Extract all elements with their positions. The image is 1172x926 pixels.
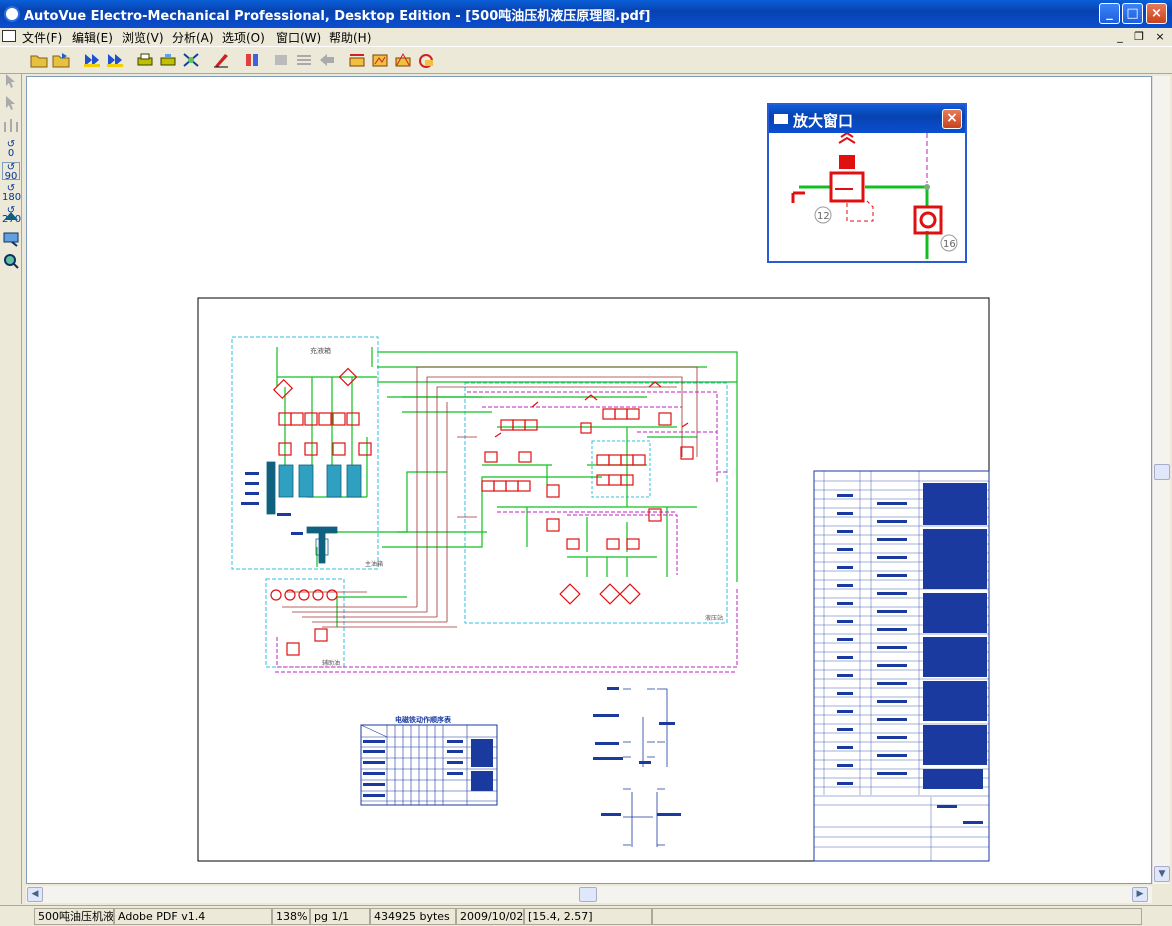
schematic-drawing[interactable]: 充液箱 主油箱 辅助油 液压站: [27, 77, 1152, 884]
scroll-right-icon[interactable]: ▶: [1132, 887, 1148, 902]
magnified-view: 12 16: [791, 133, 958, 259]
status-format: Adobe PDF v1.4: [114, 908, 272, 925]
magnifier-title: 放大窗口: [793, 112, 854, 130]
label-fill-tank: 充液箱: [310, 346, 331, 355]
solenoid-sequence-table: 电磁铁动作顺序表: [360, 715, 498, 806]
status-empty: [652, 908, 1142, 925]
disabled-tool-1-icon[interactable]: [272, 52, 290, 68]
status-page: pg 1/1: [310, 908, 370, 925]
scroll-down-icon[interactable]: ▼: [1154, 866, 1170, 882]
zone-pump-station: [464, 382, 728, 624]
status-bar: 500吨油压机液 Adobe PDF v1.4 138% pg 1/1 4349…: [0, 905, 1172, 926]
menu-view[interactable]: 浏览(V): [122, 31, 164, 45]
export-icon[interactable]: [159, 52, 177, 68]
label-side-tank: 辅助油: [322, 659, 340, 667]
select-tool-icon[interactable]: [2, 72, 20, 90]
status-size: 434925 bytes: [370, 908, 456, 925]
compare-icon[interactable]: [182, 52, 200, 68]
measure-area-icon[interactable]: [371, 52, 389, 68]
horizontal-scroll-thumb[interactable]: [579, 887, 597, 902]
menu-file[interactable]: 文件(F): [22, 31, 63, 45]
menu-analyze[interactable]: 分析(A): [172, 31, 214, 45]
measure-arc-icon[interactable]: [417, 52, 435, 68]
vertical-scrollbar[interactable]: ▼: [1152, 76, 1170, 884]
electrical-ladder: [623, 688, 668, 847]
mdi-minimize-button[interactable]: _: [1117, 30, 1123, 43]
rotate-180-label: 180: [2, 192, 22, 203]
cylinder-group: [266, 461, 362, 564]
window-icon: [774, 114, 788, 124]
label-main-tank: 主油箱: [365, 560, 383, 568]
rotate-270-icon: ↺: [6, 205, 16, 216]
magnifier-close-button[interactable]: ×: [942, 109, 962, 129]
open-recent-icon[interactable]: [52, 52, 70, 68]
rotate-90-icon: ↺: [6, 162, 16, 173]
hydraulic-components: [270, 367, 694, 656]
rotate-180-icon: ↺: [6, 183, 16, 194]
horizontal-scrollbar[interactable]: ◀ ▶: [26, 886, 1152, 903]
magenta-pipes: [275, 391, 738, 673]
vertical-scroll-thumb[interactable]: [1154, 464, 1170, 480]
mdi-restore-button[interactable]: ❐: [1134, 30, 1144, 43]
left-toolbar: ↺0 ↺90 ↺180 ↺270: [0, 74, 22, 904]
title-bar[interactable]: AutoVue Electro-Mechanical Professional,…: [0, 0, 1172, 28]
rotate-90-button[interactable]: ↺90: [2, 162, 20, 182]
markup-pen-icon[interactable]: [212, 52, 230, 68]
rotate-0-label: 0: [7, 148, 15, 159]
main-toolbar: [0, 46, 1172, 74]
sequence-table-title: 电磁铁动作顺序表: [395, 715, 452, 724]
zone-fill-tank: [231, 336, 379, 570]
rotate-0-button[interactable]: ↺0: [2, 139, 20, 159]
rotate-180-button[interactable]: ↺180: [2, 183, 22, 203]
cylinder-labels: [241, 472, 303, 535]
status-zoom: 138%: [272, 908, 310, 925]
measure-distance-icon[interactable]: [348, 52, 366, 68]
zone-valve-block: [591, 440, 651, 498]
first-page-icon[interactable]: [83, 52, 101, 68]
menu-bar: 文件(F) 编辑(E) 浏览(V) 分析(A) 选项(O) 窗口(W) 帮助(H…: [0, 28, 1172, 46]
rotate-0-icon: ↺: [6, 139, 16, 150]
magnifier-icon[interactable]: [2, 252, 20, 270]
flip-icon[interactable]: [2, 208, 20, 226]
select-tool-2-icon[interactable]: [2, 94, 20, 112]
app-icon[interactable]: [4, 6, 20, 22]
red-pipes: [282, 366, 698, 628]
status-coordinates: [15.4, 2.57]: [524, 908, 652, 925]
maximize-button[interactable]: □: [1122, 3, 1143, 24]
window-title: AutoVue Electro-Mechanical Professional,…: [24, 9, 651, 24]
magnifier-title-bar[interactable]: 放大窗口 ×: [769, 105, 965, 133]
disabled-tool-3-icon[interactable]: [318, 52, 336, 68]
layers-icon[interactable]: [243, 52, 261, 68]
menu-window[interactable]: 窗口(W): [276, 31, 322, 45]
pan-tool-icon[interactable]: [2, 116, 20, 134]
drawing-viewport[interactable]: 充液箱 主油箱 辅助油 液压站: [26, 76, 1152, 884]
next-page-icon[interactable]: [106, 52, 124, 68]
status-date: 2009/10/02: [456, 908, 524, 925]
minimize-button[interactable]: _: [1099, 3, 1120, 24]
open-folder-icon[interactable]: [30, 52, 48, 68]
title-block: [813, 470, 990, 862]
electrical-labels: [593, 687, 681, 816]
close-button[interactable]: ×: [1146, 3, 1167, 24]
scroll-left-icon[interactable]: ◀: [27, 887, 43, 902]
measure-angle-icon[interactable]: [394, 52, 412, 68]
menu-options[interactable]: 选项(O): [222, 31, 265, 45]
menu-edit[interactable]: 编辑(E): [72, 31, 113, 45]
menu-help[interactable]: 帮助(H): [329, 31, 372, 45]
status-filename: 500吨油压机液: [34, 908, 114, 925]
callout-12: 12: [817, 211, 830, 222]
rotate-90-label: 90: [4, 171, 18, 182]
document-icon[interactable]: [2, 30, 16, 42]
disabled-tool-2-icon[interactable]: [295, 52, 313, 68]
label-pump-station: 液压站: [705, 614, 723, 622]
print-icon[interactable]: [136, 52, 154, 68]
callout-16: 16: [943, 239, 956, 250]
mdi-close-button[interactable]: ×: [1155, 30, 1165, 43]
magnifier-window[interactable]: 放大窗口 × 12 16: [767, 103, 967, 263]
green-pipes: [276, 347, 738, 627]
zoom-window-icon[interactable]: [2, 230, 20, 248]
